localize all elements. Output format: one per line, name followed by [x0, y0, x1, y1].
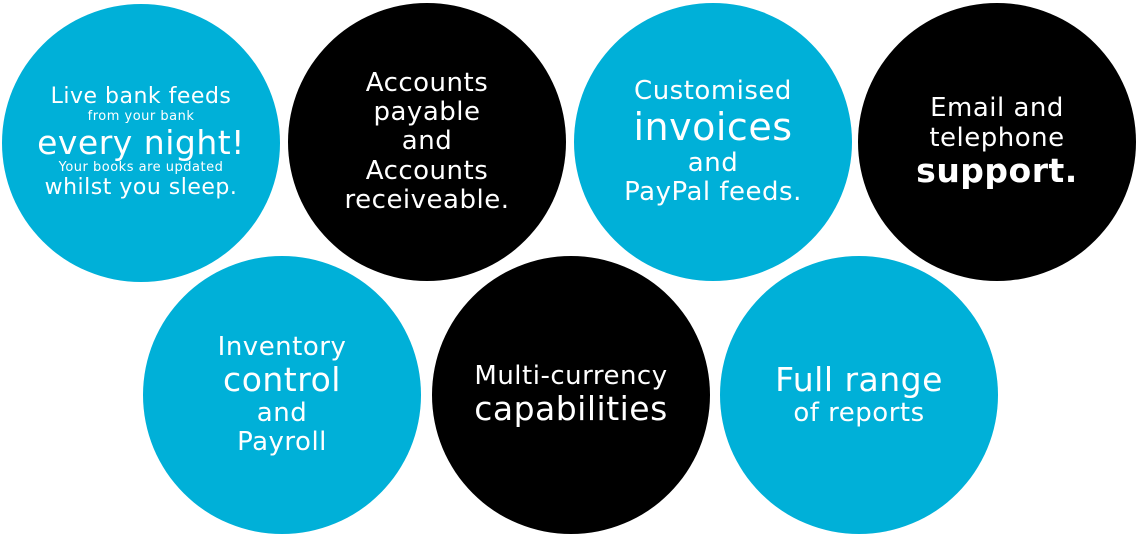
feature-circle-inventory: Inventory control and Payroll	[143, 256, 421, 534]
invoices-line-1: Customised	[634, 76, 792, 107]
accounts-line-3: and	[401, 126, 453, 157]
bank-feeds-line-2: from your bank	[87, 108, 195, 124]
support-line-2: telephone	[929, 122, 1065, 153]
accounts-line-5: receiveable.	[344, 184, 510, 215]
accounts-line-4: Accounts	[365, 155, 489, 186]
feature-circle-reports: Full range of reports	[720, 256, 998, 534]
support-line-3: support.	[916, 150, 1078, 190]
bank-feeds-line-1: Live bank feeds	[50, 84, 232, 110]
feature-circle-bank-feeds: Live bank feeds from your bank every nig…	[2, 4, 280, 282]
support-line-1: Email and	[930, 93, 1064, 124]
bank-feeds-line-4: Your books are updated	[58, 160, 224, 176]
inventory-line-4: Payroll	[237, 427, 327, 458]
reports-line-1: Full range	[775, 359, 943, 399]
feature-circle-multi-currency: Multi-currency capabilities	[432, 256, 710, 534]
feature-circle-support: Email and telephone support.	[858, 3, 1136, 281]
invoices-line-3: and	[687, 147, 739, 178]
invoices-line-2: invoices	[633, 105, 793, 150]
bank-feeds-line-3: every night!	[37, 122, 245, 162]
inventory-line-1: Inventory	[217, 331, 347, 362]
feature-circle-invoices: Customised invoices and PayPal feeds.	[574, 3, 852, 281]
inventory-line-2: control	[223, 359, 341, 399]
feature-circle-accounts: Accounts payable and Accounts receiveabl…	[288, 3, 566, 281]
inventory-line-3: and	[256, 397, 308, 428]
multi-currency-line-2: capabilities	[474, 389, 668, 429]
accounts-line-1: Accounts	[365, 68, 489, 99]
reports-line-2: of reports	[793, 397, 925, 428]
accounts-line-2: payable	[373, 97, 481, 128]
bank-feeds-line-5: whilst you sleep.	[44, 175, 238, 201]
multi-currency-line-1: Multi-currency	[474, 360, 668, 391]
invoices-line-4: PayPal feeds.	[624, 176, 802, 207]
